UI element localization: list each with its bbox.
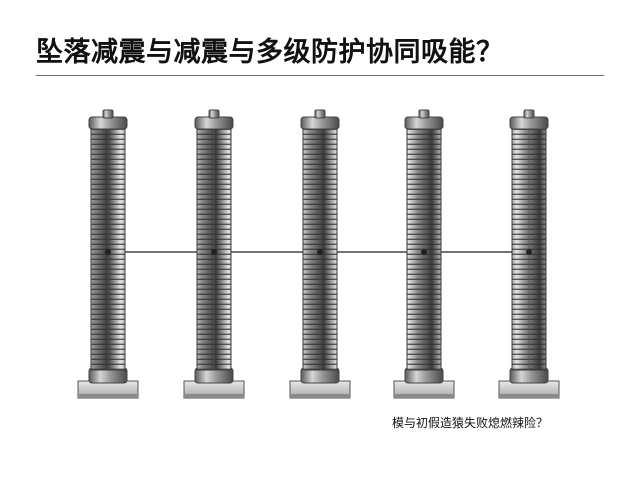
joint-pin	[105, 249, 111, 255]
shock-absorber-column	[498, 109, 560, 399]
joint-pin	[211, 249, 217, 255]
top-nub	[418, 109, 430, 119]
shock-absorber-column	[77, 109, 139, 399]
shock-absorber-column	[183, 109, 245, 399]
title-divider	[36, 75, 604, 76]
coil-spring	[196, 126, 232, 371]
joint-pin	[526, 249, 532, 255]
page-title: 坠落减震与减震与多级防护协同吸能？	[36, 37, 504, 68]
shock-absorber-column	[289, 109, 351, 399]
joint-pin	[317, 249, 323, 255]
top-nub	[208, 109, 220, 119]
top-cap	[509, 116, 549, 130]
coil-spring	[511, 126, 547, 371]
top-cap	[300, 116, 340, 130]
caption-note: 模与初假造猿失败熄燃辣险？	[392, 416, 549, 430]
joint-pin	[421, 249, 427, 255]
top-nub	[102, 109, 114, 119]
coil-spring	[90, 126, 126, 371]
top-cap	[404, 116, 444, 130]
coil-spring	[406, 126, 442, 371]
top-nub	[523, 109, 535, 119]
top-cap	[88, 116, 128, 130]
top-cap	[194, 116, 234, 130]
shock-absorber-column	[393, 109, 455, 399]
top-nub	[314, 109, 326, 119]
